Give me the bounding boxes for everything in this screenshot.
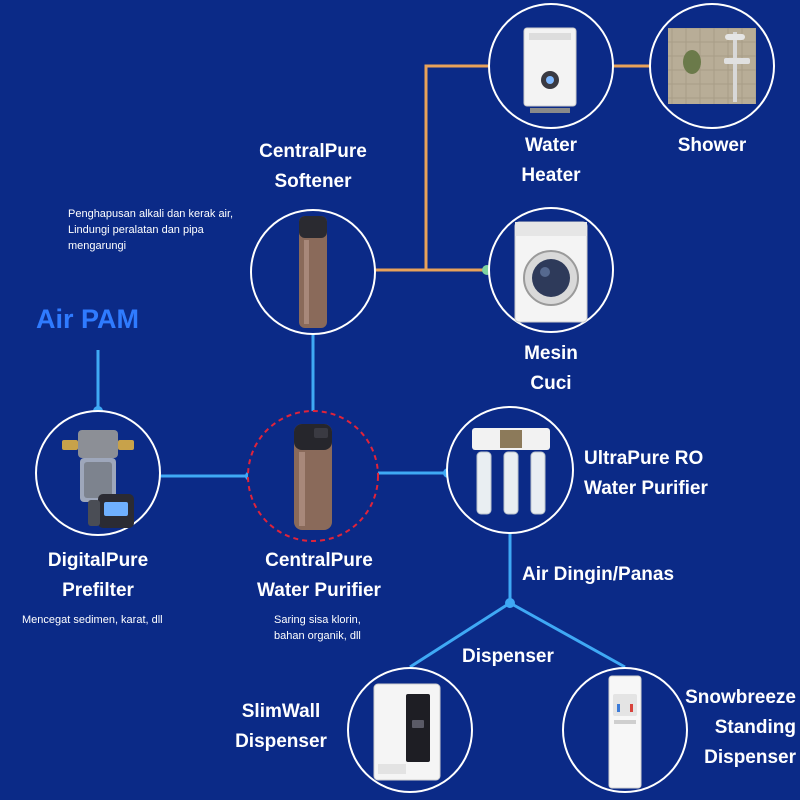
central-purifier-title-line-2: Water Purifier <box>257 580 381 601</box>
prefilter-description: Mencegat sedimen, karat, dll <box>22 614 163 626</box>
water-heater-node <box>488 3 614 129</box>
softener-title-line-2: Softener <box>274 171 352 192</box>
ro-purifier-title-line-2: Water Purifier <box>584 478 708 499</box>
washing-machine-icon <box>514 221 588 323</box>
snowbreeze-title: Snowbreeze Standing Dispenser <box>660 683 796 773</box>
snowbreeze-title-line-2: Standing <box>714 717 796 738</box>
split-to-snowbreeze-line <box>509 601 626 669</box>
source-title: Air PAM <box>36 304 140 334</box>
slimwall-title: SlimWall Dispenser <box>222 697 340 757</box>
water-heater-title: Water Heater <box>500 131 602 191</box>
prefilter-title: DigitalPure Prefilter <box>20 546 176 606</box>
softener-desc-line-1: Penghapusan alkali dan kerak air, <box>68 208 234 220</box>
softener-desc-line-2: Lindungi peralatan dan pipa <box>68 224 204 236</box>
washing-machine-title: Mesin Cuci <box>500 339 602 399</box>
ro-filter-icon <box>472 428 550 515</box>
softener-to-heater-line <box>373 64 488 272</box>
central-purifier-node <box>247 410 379 542</box>
split-to-slimwall-line <box>409 601 511 669</box>
snowbreeze-title-line-3: Dispenser <box>704 747 796 768</box>
water-heater-icon <box>523 27 577 113</box>
water-heater-title-line-2: Heater <box>521 165 581 186</box>
softener-title: CentralPure Softener <box>250 137 376 197</box>
softener-cylinder-icon <box>299 216 327 328</box>
washing-machine-title-line-2: Cuci <box>530 373 572 394</box>
slimwall-title-line-1: SlimWall <box>241 701 321 722</box>
softener-desc-line-3: mengarungi <box>68 240 127 252</box>
shower-node <box>649 3 775 129</box>
water-heater-title-line-1: Water <box>524 135 578 156</box>
washing-machine-node <box>488 207 614 333</box>
slimwall-dispenser-icon <box>373 683 441 781</box>
softener-title-line-1: CentralPure <box>259 141 367 162</box>
standing-dispenser-icon <box>608 675 642 789</box>
prefilter-title-line-2: Prefilter <box>62 580 134 601</box>
washing-machine-title-line-1: Mesin <box>524 343 578 364</box>
snowbreeze-title-line-1: Snowbreeze <box>685 687 796 708</box>
central-purifier-desc-line-1: Saring sisa klorin, <box>274 614 361 626</box>
central-purifier-desc-line-2: bahan organik, dll <box>274 630 361 642</box>
slimwall-title-line-2: Dispenser <box>235 731 327 752</box>
softener-description: Penghapusan alkali dan kerak air, Lindun… <box>68 206 233 254</box>
slimwall-node <box>347 667 473 793</box>
shower-icon <box>668 28 756 104</box>
shower-title: Shower <box>677 135 747 156</box>
prefilter-node <box>35 410 161 536</box>
ro-purifier-title-line-1: UltraPure RO <box>584 448 704 469</box>
snowbreeze-node <box>562 667 688 793</box>
central-purifier-description: Saring sisa klorin, bahan organik, dll <box>274 612 361 644</box>
purifier-cylinder-icon <box>294 424 332 530</box>
softener-node <box>250 209 376 335</box>
prefilter-title-line-1: DigitalPure <box>47 550 149 571</box>
central-purifier-title: CentralPure Water Purifier <box>240 546 398 606</box>
cold-hot-label: Air Dingin/Panas <box>522 564 675 585</box>
central-purifier-title-line-1: CentralPure <box>265 550 373 571</box>
ro-purifier-title: UltraPure RO Water Purifier <box>584 444 734 504</box>
ro-purifier-node <box>446 406 574 534</box>
dispenser-label: Dispenser <box>462 646 554 667</box>
prefilter-icon <box>62 430 134 528</box>
